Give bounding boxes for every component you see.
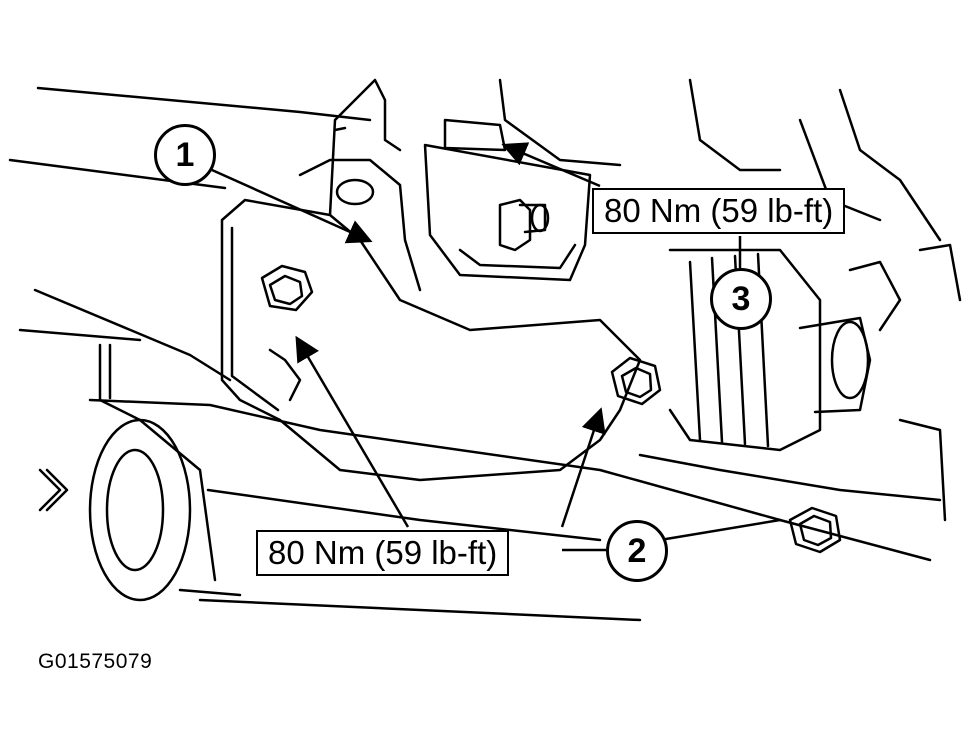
callout-3: 3 [710, 268, 772, 330]
frame-lines [8, 86, 942, 622]
leader-arrow-1 [211, 168, 373, 244]
leader-arrow-lower-torque-right [560, 407, 606, 528]
stud-nut [498, 198, 550, 252]
mount-bracket [220, 78, 642, 482]
callout-1: 1 [154, 124, 216, 186]
upper-clamp-plate [423, 118, 592, 282]
callout-2: 2 [606, 520, 668, 582]
torque-label-lower: 80 Nm (59 lb-ft) [256, 530, 510, 576]
figure-id: G01575079 [38, 650, 153, 673]
mount-housing [38, 343, 217, 602]
bolt-right [610, 356, 662, 406]
torque-label-upper: 80 Nm (59 lb-ft) [592, 188, 846, 234]
leader-arrow-upper-torque [501, 142, 601, 188]
bolt-lower-right [788, 506, 842, 554]
leader-arrow-lower-torque-left [295, 335, 410, 528]
bolt-left [260, 264, 314, 312]
